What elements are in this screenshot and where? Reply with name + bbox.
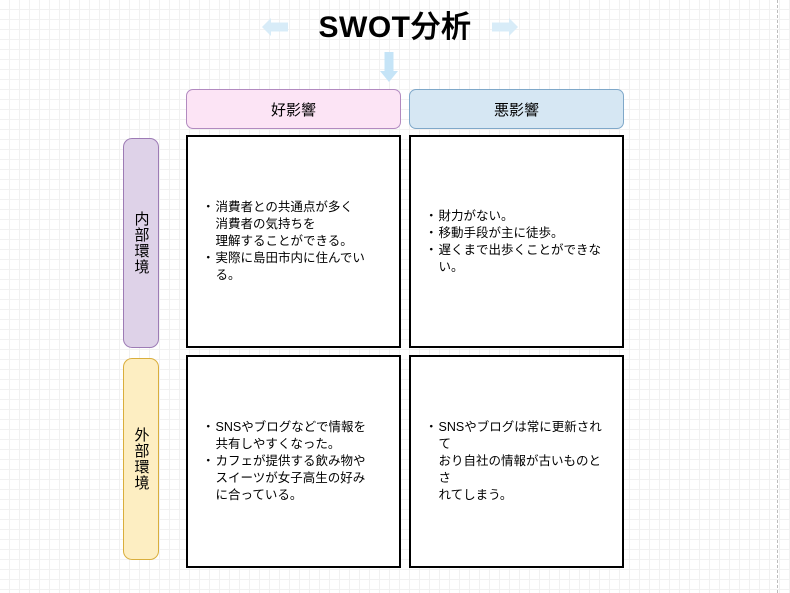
list-item: ・財力がない。 [425, 208, 612, 225]
page-margin-guide [777, 0, 778, 593]
list-item-text: 移動手段が主に徒歩。 [438, 225, 564, 240]
row-header-external-label: 外部環境 [132, 427, 150, 491]
column-header-negative-label: 悪影響 [493, 101, 539, 119]
quadrant-threats: ・SNSやブログは常に更新されて おり自社の情報が古いものとさ れてしまう。 [409, 355, 624, 568]
row-header-internal-label: 内部環境 [132, 211, 150, 275]
arrow-right-icon [492, 18, 518, 36]
bullet-marker: ・ [202, 200, 215, 214]
list-item-text: カフェが提供する飲み物や スイーツが女子高生の好み に合っている。 [215, 454, 366, 502]
opportunities-list: ・SNSやブログなどで情報を 共有しやすくなった。・カフェが提供する飲み物や ス… [202, 419, 389, 504]
row-header-internal: 内部環境 [123, 138, 159, 348]
page-title: SWOT分析 [318, 11, 472, 44]
weaknesses-list: ・財力がない。・移動手段が主に徒歩。・遅くまで出歩くことができない。 [425, 208, 612, 276]
column-header-negative: 悪影響 [409, 89, 624, 129]
quadrant-threats-body: ・SNSやブログは常に更新されて おり自社の情報が古いものとさ れてしまう。 [411, 419, 622, 504]
arrow-left-icon [262, 18, 288, 36]
list-item-text: 消費者との共通点が多く 消費者の気持ちを 理解することができる。 [215, 200, 353, 248]
bullet-marker: ・ [202, 251, 215, 265]
quadrant-strengths: ・消費者との共通点が多く 消費者の気持ちを 理解することができる。・実際に島田市… [186, 135, 401, 348]
bullet-marker: ・ [425, 208, 438, 223]
list-item: ・SNSやブログは常に更新されて おり自社の情報が古いものとさ れてしまう。 [425, 419, 612, 504]
threats-list: ・SNSやブログは常に更新されて おり自社の情報が古いものとさ れてしまう。 [425, 419, 612, 504]
strengths-list: ・消費者との共通点が多く 消費者の気持ちを 理解することができる。・実際に島田市… [202, 199, 389, 284]
bullet-marker: ・ [202, 420, 215, 434]
list-item: ・移動手段が主に徒歩。 [425, 225, 612, 242]
quadrant-opportunities: ・SNSやブログなどで情報を 共有しやすくなった。・カフェが提供する飲み物や ス… [186, 355, 401, 568]
list-item-text: 遅くまで出歩くことができない。 [438, 242, 602, 274]
bullet-marker: ・ [425, 420, 438, 434]
bullet-marker: ・ [202, 454, 215, 468]
column-header-positive: 好影響 [186, 89, 401, 129]
bullet-marker: ・ [425, 225, 438, 240]
row-header-external: 外部環境 [123, 358, 159, 560]
list-item: ・消費者との共通点が多く 消費者の気持ちを 理解することができる。 [202, 199, 389, 250]
bullet-marker: ・ [425, 242, 438, 257]
quadrant-weaknesses-body: ・財力がない。・移動手段が主に徒歩。・遅くまで出歩くことができない。 [411, 208, 622, 276]
list-item: ・実際に島田市内に住んでいる。 [202, 250, 389, 284]
list-item-text: 実際に島田市内に住んでいる。 [215, 251, 365, 282]
arrow-down-icon [380, 52, 398, 82]
list-item-text: SNSやブログなどで情報を 共有しやすくなった。 [215, 420, 366, 451]
column-header-positive-label: 好影響 [270, 101, 316, 119]
list-item-text: 財力がない。 [438, 208, 514, 223]
list-item: ・SNSやブログなどで情報を 共有しやすくなった。 [202, 419, 389, 453]
list-item: ・カフェが提供する飲み物や スイーツが女子高生の好み に合っている。 [202, 453, 389, 504]
list-item: ・遅くまで出歩くことができない。 [425, 242, 612, 276]
quadrant-opportunities-body: ・SNSやブログなどで情報を 共有しやすくなった。・カフェが提供する飲み物や ス… [188, 419, 399, 504]
quadrant-weaknesses: ・財力がない。・移動手段が主に徒歩。・遅くまで出歩くことができない。 [409, 135, 624, 348]
list-item-text: SNSやブログは常に更新されて おり自社の情報が古いものとさ れてしまう。 [438, 420, 602, 502]
quadrant-strengths-body: ・消費者との共通点が多く 消費者の気持ちを 理解することができる。・実際に島田市… [188, 199, 399, 284]
